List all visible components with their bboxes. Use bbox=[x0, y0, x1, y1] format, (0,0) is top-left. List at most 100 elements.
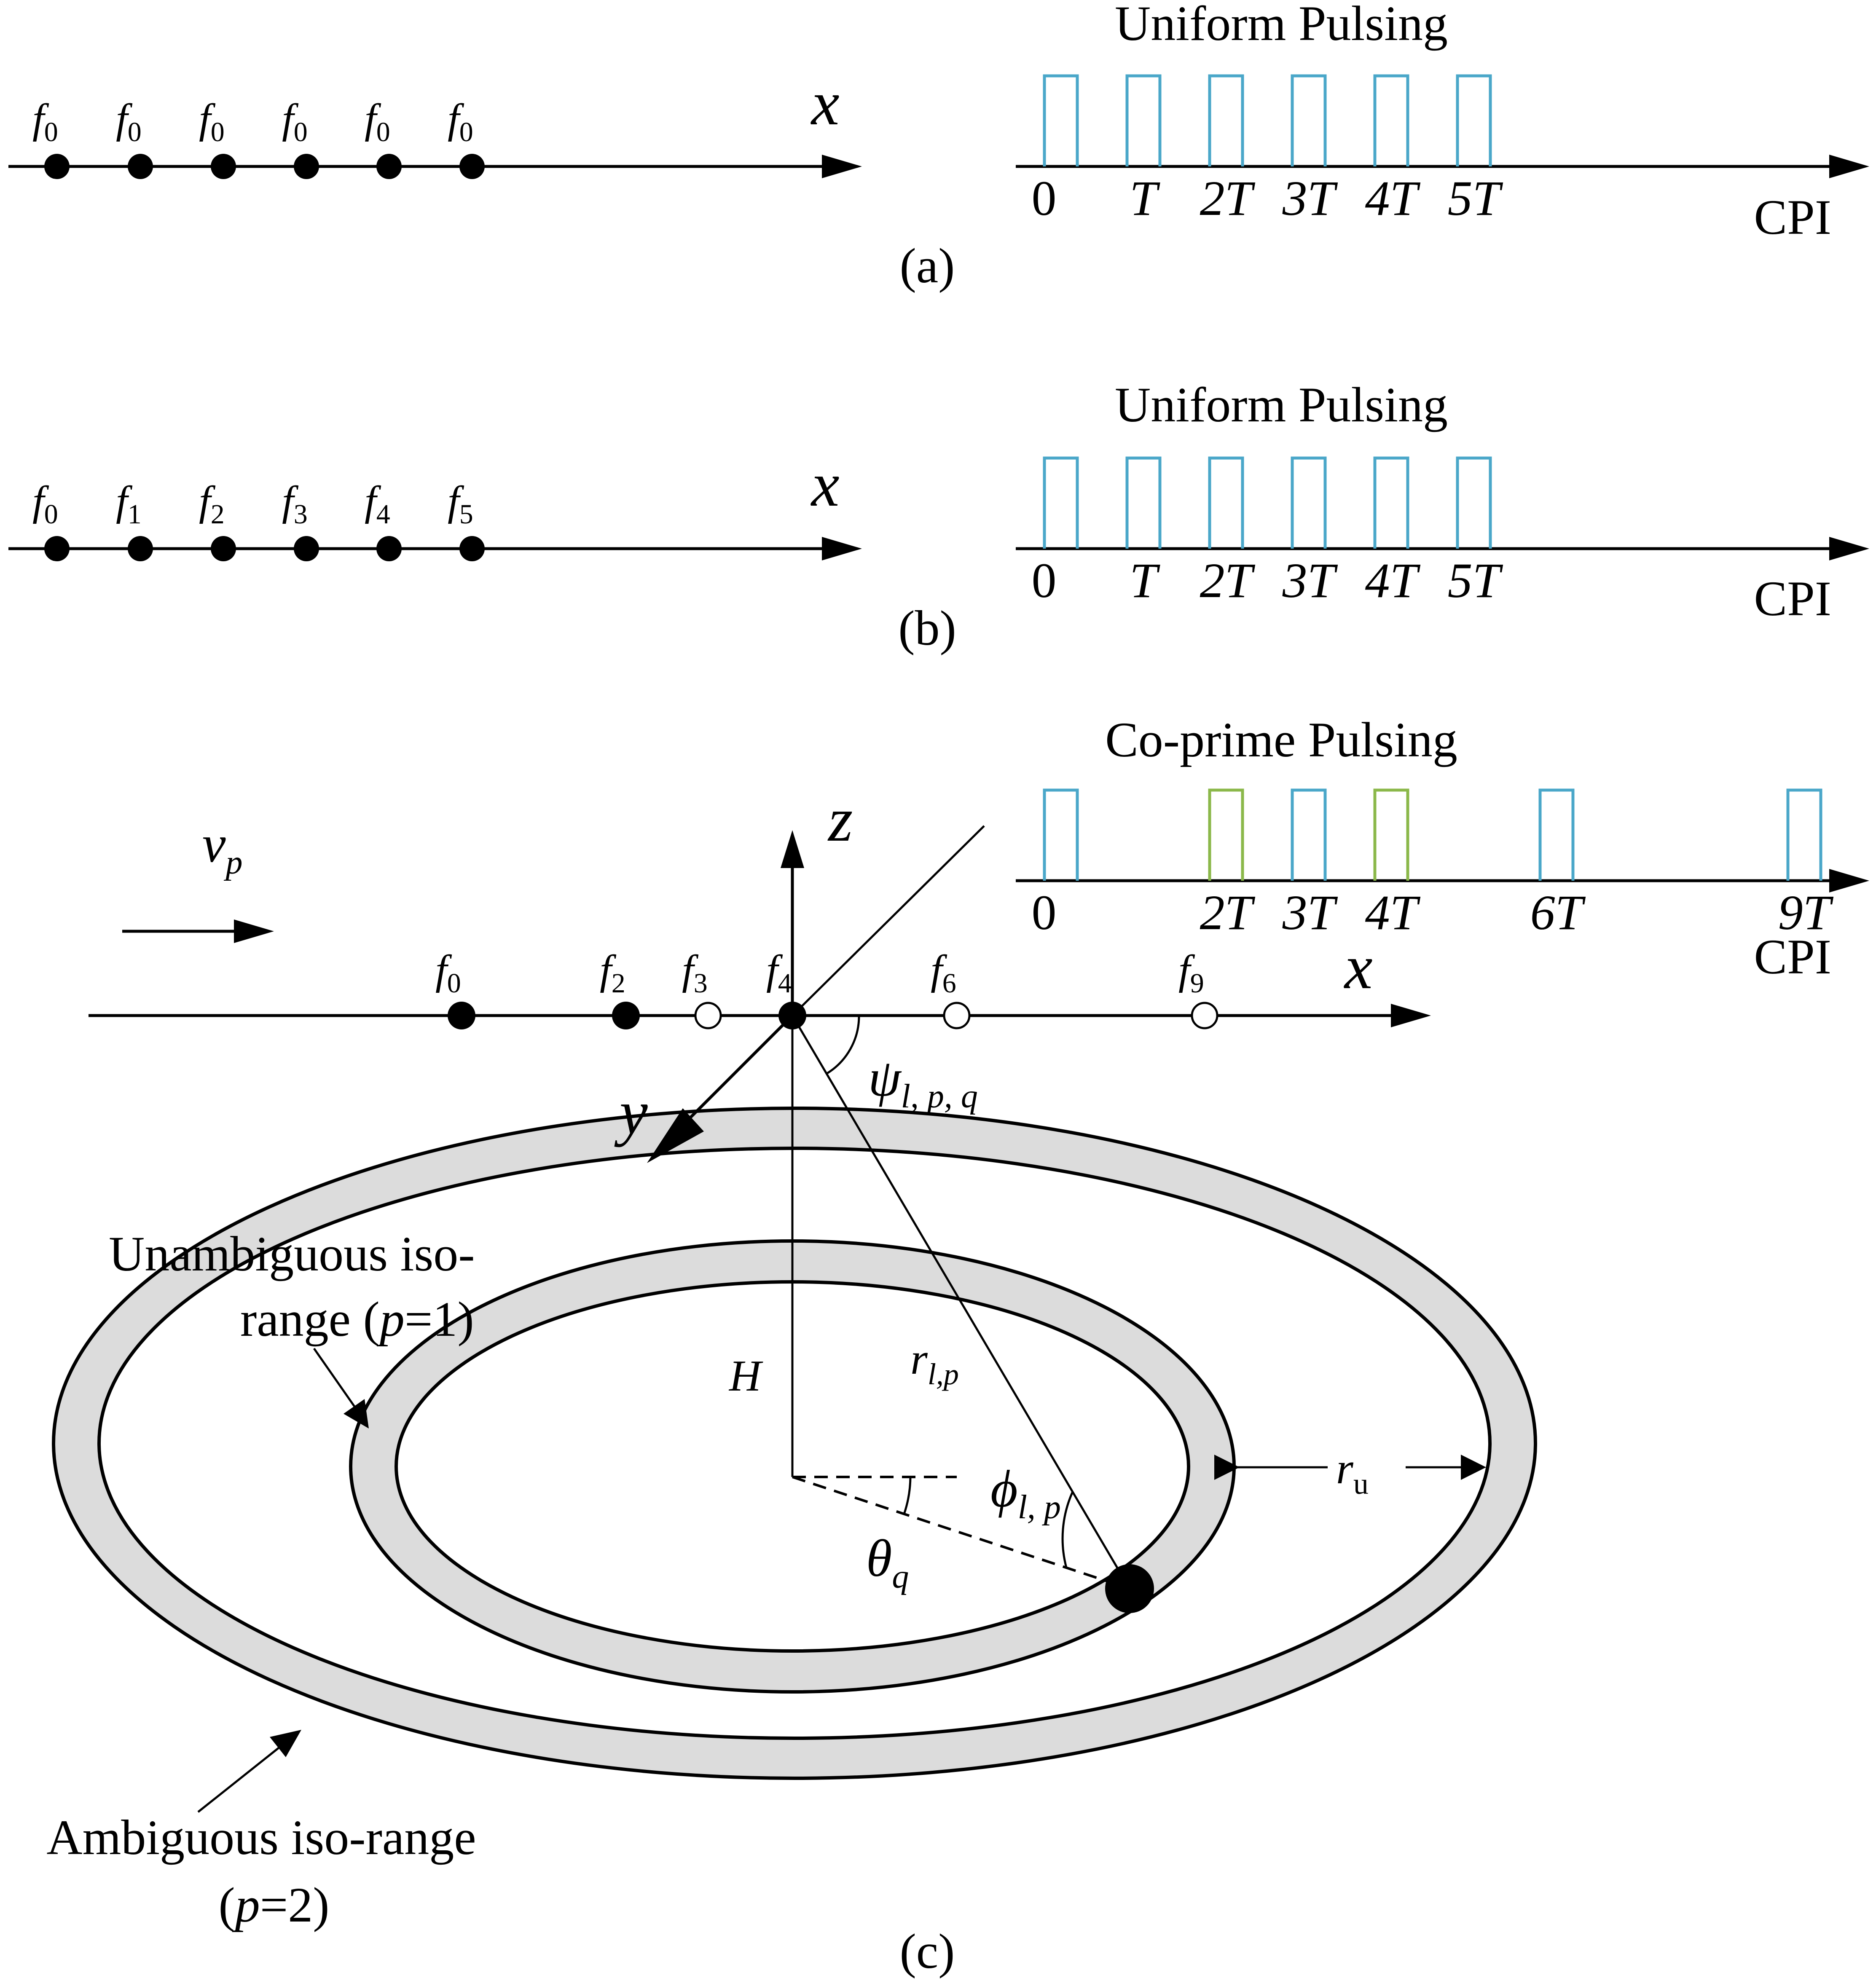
pulse-axis-b-arrowhead bbox=[1829, 537, 1869, 560]
pulse-tick-label: 0 bbox=[1032, 885, 1057, 940]
y-axis bbox=[673, 1014, 794, 1135]
pulse-tick-label: T bbox=[1130, 553, 1160, 608]
panel-a-caption: (a) bbox=[900, 238, 955, 293]
array-element bbox=[376, 536, 402, 561]
array-element-label: f0 bbox=[435, 946, 461, 999]
array-element bbox=[294, 536, 319, 561]
array-element-label: f2 bbox=[600, 946, 625, 999]
ru-label-bg bbox=[1328, 1441, 1406, 1492]
array-element-label: f0 bbox=[199, 95, 225, 147]
flight-x-axis-label: x bbox=[1344, 932, 1373, 1002]
pulse-tick-label: 3T bbox=[1282, 553, 1338, 608]
pulse bbox=[1456, 456, 1492, 549]
array-element bbox=[44, 536, 70, 561]
array-element-label: f0 bbox=[282, 95, 308, 147]
pulse-axis-c-label: CPI bbox=[1754, 929, 1831, 984]
pulse-tick-label: 6T bbox=[1530, 885, 1586, 940]
array-element bbox=[778, 1002, 806, 1029]
pulse bbox=[1373, 788, 1409, 881]
array-element bbox=[694, 1002, 722, 1029]
array-axis-b-label: x bbox=[811, 450, 840, 520]
array-element bbox=[294, 154, 319, 179]
pulse bbox=[1125, 456, 1162, 549]
psi-angle-arc bbox=[826, 1015, 860, 1075]
pulse bbox=[1786, 788, 1822, 881]
pulse-tick-label: 3T bbox=[1282, 885, 1338, 940]
slant-range-label: rl,p bbox=[910, 1334, 959, 1391]
pulse-axis-c-arrowhead bbox=[1829, 869, 1869, 892]
pulse-title-a: Uniform Pulsing bbox=[1115, 0, 1448, 51]
array-element-label: f0 bbox=[32, 95, 58, 147]
ground-range-dash bbox=[792, 1476, 1130, 1590]
panel-c-caption: (c) bbox=[900, 1924, 955, 1979]
pulse-tick-label: 3T bbox=[1282, 171, 1338, 226]
array-element bbox=[44, 154, 70, 179]
array-element-label: f0 bbox=[116, 95, 142, 147]
pulse bbox=[1373, 456, 1409, 549]
psi-label: ψl, p, q bbox=[868, 1049, 978, 1115]
array-element-label: f4 bbox=[766, 946, 792, 999]
pulse-axis-a-arrowhead bbox=[1829, 155, 1869, 178]
flight-x-axis-arrowhead bbox=[1391, 1004, 1431, 1027]
array-element-label: f2 bbox=[199, 477, 225, 530]
ambiguous-pointer-head bbox=[270, 1730, 301, 1757]
pulse-tick-label: 5T bbox=[1448, 553, 1503, 608]
pulse bbox=[1208, 74, 1244, 166]
pulse-tick-label: T bbox=[1130, 171, 1160, 226]
array-element bbox=[128, 536, 153, 561]
velocity-arrowhead bbox=[234, 919, 274, 943]
pulse bbox=[1208, 456, 1244, 549]
pulse-axis-a-label: CPI bbox=[1754, 190, 1831, 245]
array-element-label: f9 bbox=[1178, 946, 1204, 999]
array-element bbox=[459, 154, 485, 179]
pulse bbox=[1373, 74, 1409, 166]
array-element-label: f3 bbox=[282, 477, 308, 530]
pulse bbox=[1538, 788, 1575, 881]
array-axis-b-arrowhead bbox=[822, 537, 862, 560]
pulse bbox=[1043, 74, 1079, 166]
unambiguous-label-line1: Unambiguous iso- bbox=[109, 1226, 475, 1281]
unambiguous-pointer-head bbox=[344, 1399, 369, 1429]
phi-label: ϕl, p bbox=[990, 1460, 1061, 1526]
ru-label: ru bbox=[1336, 1444, 1369, 1501]
target-point bbox=[1105, 1564, 1154, 1613]
array-element-label: f0 bbox=[448, 95, 473, 147]
pulse-tick-label: 2T bbox=[1200, 553, 1256, 608]
y-axis-label: y bbox=[614, 1077, 648, 1147]
ambiguous-pointer bbox=[197, 1737, 292, 1813]
height-label: H bbox=[728, 1351, 763, 1400]
phi-angle-arc bbox=[1061, 1491, 1074, 1568]
panel-b-caption: (b) bbox=[898, 600, 956, 656]
y-axis-back bbox=[792, 825, 985, 1016]
array-element-label: f4 bbox=[365, 477, 390, 530]
theta-label: θq bbox=[866, 1530, 909, 1595]
z-axis-arrowhead bbox=[781, 830, 804, 868]
array-element-label: f6 bbox=[931, 946, 956, 999]
pulse-title-b: Uniform Pulsing bbox=[1115, 377, 1448, 432]
array-element bbox=[211, 154, 236, 179]
array-element bbox=[1191, 1002, 1218, 1029]
pulse-tick-label: 9T bbox=[1778, 885, 1834, 940]
z-axis-label: z bbox=[827, 785, 853, 855]
array-element bbox=[128, 154, 153, 179]
theta-angle-arc bbox=[903, 1477, 912, 1514]
pulse-tick-label: 2T bbox=[1200, 885, 1256, 940]
pulse-tick-label: 4T bbox=[1365, 171, 1421, 226]
array-element-label: f0 bbox=[365, 95, 390, 147]
pulse-tick-label: 5T bbox=[1448, 171, 1503, 226]
pulse-axis-b-label: CPI bbox=[1754, 571, 1831, 626]
array-element bbox=[612, 1002, 640, 1029]
array-axis-a-label: x bbox=[811, 68, 840, 138]
pulses-c: 0 2T 3T 4T 6T 9T bbox=[1032, 788, 1834, 940]
unambiguous-label-line2: range (p=1) bbox=[240, 1292, 474, 1347]
pulse-tick-label: 0 bbox=[1032, 171, 1057, 226]
pulse bbox=[1043, 456, 1079, 549]
array-axis-a-arrowhead bbox=[822, 155, 862, 178]
array-element bbox=[448, 1002, 475, 1029]
pulse bbox=[1456, 74, 1492, 166]
pulse-tick-label: 4T bbox=[1365, 885, 1421, 940]
